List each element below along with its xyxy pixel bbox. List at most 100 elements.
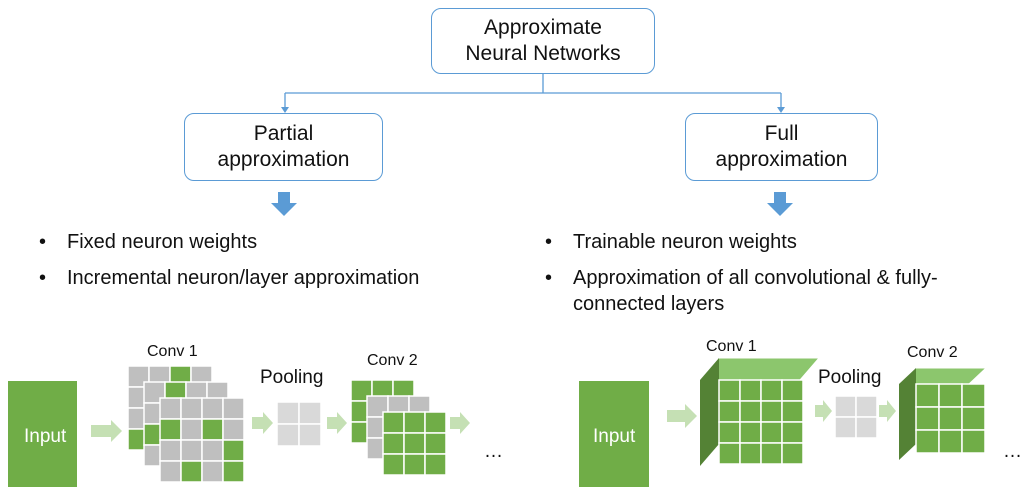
right-conv1-front-cell	[760, 442, 783, 465]
right-conv1-front-cell	[718, 379, 741, 402]
left-pooling-label: Pooling	[260, 367, 324, 388]
right-conv2-front-cell	[915, 406, 940, 431]
right-conv2-cube	[897, 367, 988, 460]
left-conv2-layer-cell	[382, 432, 405, 455]
left-bullet-list: Fixed neuron weights Incremental neuron/…	[35, 229, 515, 301]
right-conv2-front-cell	[961, 406, 986, 431]
left-conv2-stack	[350, 379, 447, 476]
right-pool-grid-cell	[855, 395, 878, 418]
right-ellipsis: …	[1003, 441, 1020, 463]
right-conv2-front-cell	[961, 383, 986, 408]
left-conv1-stack	[127, 365, 245, 483]
left-arrow-2-icon	[252, 412, 273, 434]
down-arrow-left-icon	[271, 192, 297, 216]
right-conv2-front-cell	[915, 383, 940, 408]
left-pool-grid-cell	[298, 401, 322, 425]
right-conv2-front-cell	[938, 406, 963, 431]
right-arrow-2-icon	[815, 400, 832, 422]
left-conv1-layer-cell	[222, 460, 245, 483]
right-conv2-side-face	[899, 368, 916, 460]
left-pool-grid-cell	[276, 401, 300, 425]
right-pool-grid-cell	[834, 395, 857, 418]
right-pool-grid-cell	[834, 416, 857, 439]
right-bullet-item: Trainable neuron weights	[541, 229, 1011, 255]
connector-arrowhead-left	[281, 107, 289, 113]
right-conv1-front-cell	[718, 400, 741, 423]
left-arrow-3-icon	[327, 412, 347, 434]
right-pool-grid	[834, 395, 878, 439]
left-conv1-layer-cell	[222, 439, 245, 462]
right-pool-grid-cell	[855, 416, 878, 439]
left-bullet-item: Fixed neuron weights	[35, 229, 515, 255]
connector-arrowhead-right	[777, 107, 785, 113]
left-conv2-layer-cell	[403, 411, 426, 434]
left-pooling-grid	[276, 401, 322, 447]
right-conv1-front-cell	[739, 400, 762, 423]
right-bullet-item: Approximation of all convolutional & ful…	[541, 265, 1011, 317]
left-conv1-layer-cell	[159, 397, 182, 420]
left-conv1-layer-cell	[159, 460, 182, 483]
left-conv2-layer	[382, 411, 447, 476]
left-conv2-layer-cell	[424, 411, 447, 434]
right-conv1-front-cell	[718, 421, 741, 444]
tree-connectors	[284, 74, 782, 108]
left-input-block	[8, 381, 77, 487]
left-conv1-layer-cell	[201, 397, 224, 420]
partial-node-line2: approximation	[217, 148, 350, 171]
root-node-line1: Approximate	[484, 16, 602, 39]
left-arrow-4-icon	[450, 412, 470, 434]
right-pooling-label: Pooling	[818, 367, 882, 388]
left-conv2-layer-cell	[382, 453, 405, 476]
right-conv2-label: Conv 2	[907, 344, 958, 361]
left-conv1-layer-cell	[180, 397, 203, 420]
left-conv2-layer-cell	[424, 432, 447, 455]
right-conv1-front-cell	[760, 421, 783, 444]
right-conv1-front-cell	[760, 379, 783, 402]
right-conv2-front	[915, 383, 986, 454]
left-conv2-layer-cell	[382, 411, 405, 434]
right-conv2-front-cell	[961, 429, 986, 454]
left-conv2-layer-cell	[403, 432, 426, 455]
left-conv1-layer-cell	[180, 418, 203, 441]
left-conv1-layer-cell	[180, 439, 203, 462]
partial-approximation-node: Partial approximation	[184, 113, 383, 181]
right-conv1-front-cell	[718, 442, 741, 465]
right-arrow-1-icon	[667, 404, 697, 428]
full-node-line2: approximation	[715, 148, 848, 171]
right-conv2-front-cell	[938, 429, 963, 454]
left-arrow-1-icon	[91, 420, 122, 442]
left-conv2-layer-cell	[403, 453, 426, 476]
left-conv2-layer-cell	[424, 453, 447, 476]
left-conv1-label: Conv 1	[147, 343, 198, 360]
right-conv1-front	[718, 379, 804, 465]
right-conv1-label: Conv 1	[706, 338, 757, 355]
left-pool-grid-cell	[298, 423, 322, 447]
right-conv1-front-cell	[739, 442, 762, 465]
right-pooling-grid	[834, 395, 878, 439]
right-input-block	[579, 381, 649, 487]
down-arrow-right-icon	[767, 192, 793, 216]
left-conv1-layer-cell	[201, 460, 224, 483]
left-pool-grid-cell	[276, 423, 300, 447]
right-conv1-front-cell	[781, 400, 804, 423]
right-conv1-front-cell	[760, 400, 783, 423]
left-conv1-layer-cell	[222, 418, 245, 441]
left-conv1-layer-cell	[159, 418, 182, 441]
left-conv1-layer-cell	[201, 418, 224, 441]
full-node-line1: Full	[764, 122, 799, 145]
left-conv1-layer-cell	[201, 439, 224, 462]
right-conv1-side-face	[700, 358, 719, 466]
left-bullet-item: Incremental neuron/layer approximation	[35, 265, 515, 291]
right-conv1-front-cell	[781, 421, 804, 444]
right-conv1-front-cell	[781, 442, 804, 465]
right-conv2-front-cell	[915, 429, 940, 454]
right-input-label: Input	[593, 426, 636, 447]
right-conv1-front-cell	[739, 421, 762, 444]
left-conv1-layer-cell	[180, 460, 203, 483]
left-conv1-layer-cell	[222, 397, 245, 420]
left-input-label: Input	[24, 426, 67, 447]
right-conv1-front-cell	[739, 379, 762, 402]
partial-node-line1: Partial	[253, 122, 314, 145]
